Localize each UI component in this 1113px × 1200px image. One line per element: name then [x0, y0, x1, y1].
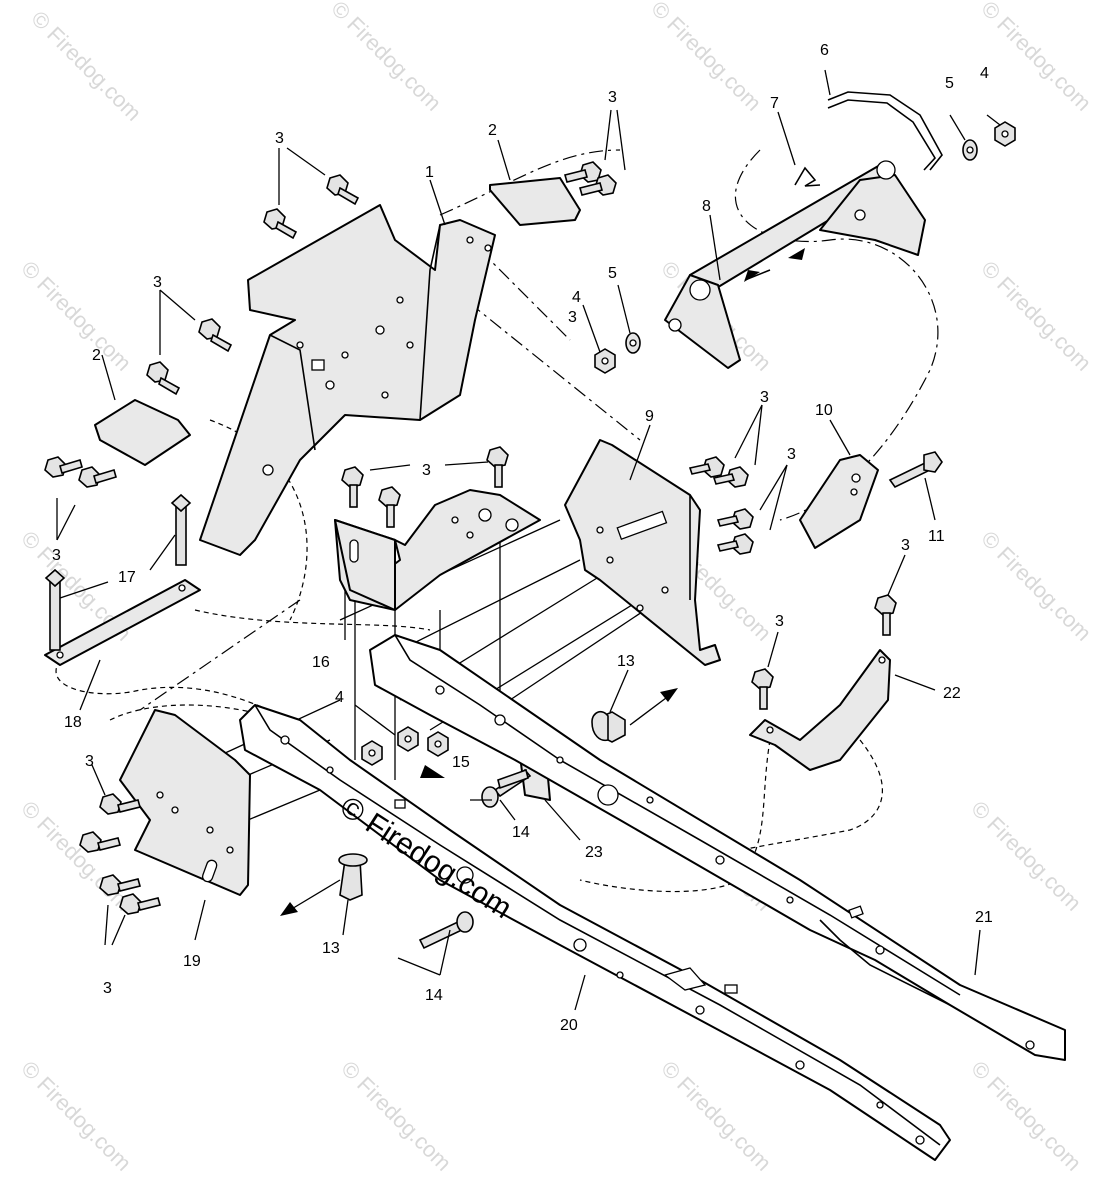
callout-3: 3	[52, 547, 61, 564]
part-8-pivot-tube	[664, 160, 926, 369]
callout-3: 3	[760, 389, 769, 406]
callout-4: 4	[572, 289, 581, 306]
part-20-frame-rail	[239, 704, 951, 1161]
watermark: © Firedog.com	[976, 0, 1096, 116]
callout-14: 14	[425, 987, 443, 1004]
watermark: © Firedog.com	[966, 796, 1086, 916]
leader-lines	[56, 69, 1001, 1011]
callout-3: 3	[422, 462, 431, 479]
watermark: © Firedog.com	[16, 256, 136, 376]
callout-19: 19	[183, 953, 201, 970]
part-11-bolt	[888, 451, 943, 489]
callout-3: 3	[787, 446, 796, 463]
direction-arrows	[280, 248, 805, 916]
part-4-nuts	[361, 121, 1016, 766]
callout-labels: 1 2 2 3 3 3 3 3 3 3 3 3 3 3 3 4 4 4 5 5 …	[52, 42, 993, 1034]
watermark: © Firedog.com	[326, 0, 446, 116]
watermark: © Firedog.com	[16, 796, 136, 916]
callout-9: 9	[645, 408, 654, 425]
callout-20: 20	[560, 1017, 578, 1034]
callout-14: 14	[512, 824, 530, 841]
callout-1: 1	[425, 164, 434, 181]
watermark: © Firedog.com	[16, 1056, 136, 1176]
callout-3: 3	[85, 753, 94, 770]
callout-3: 3	[275, 130, 284, 147]
callout-3: 3	[153, 274, 162, 291]
part-15-pin	[497, 768, 529, 790]
watermark: © Firedog.com	[976, 256, 1096, 376]
callout-5: 5	[945, 75, 954, 92]
part-18-strap	[44, 579, 201, 666]
callout-18: 18	[64, 714, 82, 731]
part-17-pins	[44, 493, 192, 651]
part-9-side-plate	[564, 439, 721, 666]
part-7-hairpin-clip	[794, 166, 821, 187]
callout-3: 3	[608, 89, 617, 106]
part-16-center-bracket	[334, 489, 541, 611]
watermark: © Firedog.com	[976, 526, 1096, 646]
watermark: © Firedog.com	[646, 0, 766, 116]
part-13-bushing-lower	[338, 853, 368, 901]
part-2-bracket-left	[94, 399, 191, 466]
callout-3: 3	[103, 980, 112, 997]
callout-2: 2	[92, 347, 101, 364]
callout-5: 5	[608, 265, 617, 282]
callout-3: 3	[775, 613, 784, 630]
callout-4: 4	[980, 65, 989, 82]
part-19-lower-plate	[119, 709, 251, 896]
callout-22: 22	[943, 685, 961, 702]
callout-7: 7	[770, 95, 779, 112]
callout-2: 2	[488, 122, 497, 139]
watermark: © Firedog.com	[656, 1056, 776, 1176]
watermark: © Firedog.com	[966, 1056, 1086, 1176]
callout-3: 3	[901, 537, 910, 554]
callout-21: 21	[975, 909, 993, 926]
callout-4: 4	[335, 689, 344, 706]
callout-23: 23	[585, 844, 603, 861]
part-13-bushing-upper	[591, 710, 626, 743]
callout-13: 13	[617, 653, 635, 670]
callout-6: 6	[820, 42, 829, 59]
part-21-frame-rail	[369, 634, 1066, 1061]
callout-16: 16	[312, 654, 330, 671]
part-3-screws	[44, 161, 897, 915]
part-10-bracket	[799, 454, 879, 549]
part-14-bolt-lower	[418, 911, 474, 950]
part-2-bracket-top	[489, 177, 581, 226]
part-1-shroud	[199, 204, 496, 556]
watermark: © Firedog.com	[336, 1056, 456, 1176]
callout-17: 17	[118, 569, 136, 586]
callout-3: 3	[568, 309, 577, 326]
callout-13: 13	[322, 940, 340, 957]
callout-8: 8	[702, 198, 711, 215]
callout-10: 10	[815, 402, 833, 419]
part-22-bracket	[749, 649, 891, 771]
callout-11: 11	[928, 528, 945, 545]
part-6-rod	[827, 91, 943, 171]
callout-15: 15	[452, 754, 470, 771]
watermark: © Firedog.com	[26, 6, 146, 126]
part-5-washers	[625, 139, 978, 354]
